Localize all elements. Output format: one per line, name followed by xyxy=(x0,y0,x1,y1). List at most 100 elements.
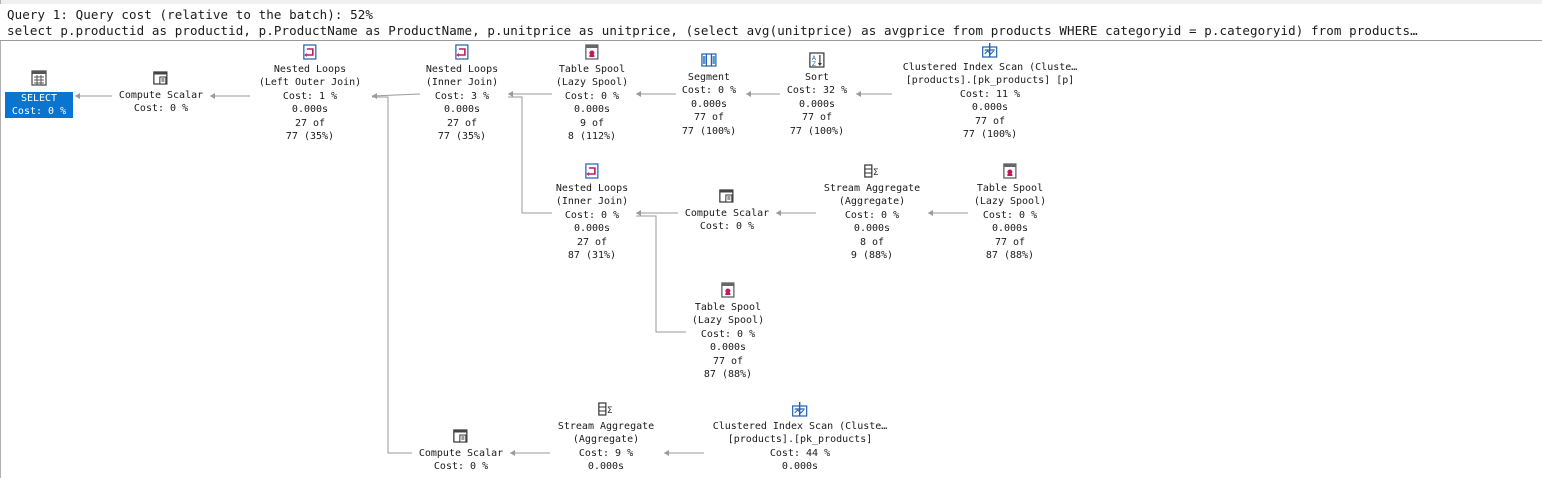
table-spool-icon xyxy=(1003,163,1017,179)
node-table-spool-3[interactable]: Table Spool (Lazy Spool) Cost: 0 % 0.000… xyxy=(692,281,764,381)
node-title: Sort xyxy=(804,72,830,83)
node-cost: Cost: 0 % xyxy=(699,221,755,233)
node-time: 0.000s xyxy=(587,461,625,473)
node-estimate: 87 (31%) xyxy=(567,250,617,262)
node-subtitle: (Lazy Spool) xyxy=(555,77,629,89)
node-time: 0.000s xyxy=(991,223,1029,235)
node-estimate: 9 (88%) xyxy=(850,250,894,262)
node-estimate: 87 (88%) xyxy=(703,369,753,381)
node-object: [products].[pk_products] [p] xyxy=(905,75,1075,87)
node-title: Compute Scalar xyxy=(118,90,204,101)
plan-edges xyxy=(75,91,968,456)
node-rows: 77 of xyxy=(801,112,833,124)
node-time: 0.000s xyxy=(798,98,836,110)
node-title: Clustered Index Scan (Cluste… xyxy=(902,62,1078,73)
node-rows: 9 of xyxy=(579,117,605,129)
node-rows: 77 of xyxy=(994,236,1026,248)
edge-nl1-cs3 xyxy=(372,96,412,454)
node-cost: Cost: 0 % xyxy=(982,209,1038,221)
node-time: 0.000s xyxy=(573,223,611,235)
svg-text:Σ: Σ xyxy=(873,168,879,178)
node-time: 0.000s xyxy=(971,102,1009,114)
node-cost: Cost: 0 % xyxy=(844,209,900,221)
node-cost: Cost: 0 % xyxy=(700,328,756,340)
node-nested-loops-1[interactable]: Nested Loops (Left Outer Join) Cost: 1 %… xyxy=(259,43,361,143)
node-title: Nested Loops xyxy=(555,183,629,194)
node-title: Table Spool xyxy=(976,183,1044,194)
sort-icon: A Z xyxy=(809,52,825,68)
node-rows: 77 of xyxy=(712,355,744,367)
node-clustered-index-scan-1[interactable]: Clustered Index Scan (Cluste… [products]… xyxy=(902,41,1078,141)
node-compute-scalar-2[interactable]: Compute Scalar Cost: 0 % xyxy=(685,187,769,234)
node-subtitle: (Lazy Spool) xyxy=(973,196,1047,208)
node-nested-loops-3[interactable]: Nested Loops (Inner Join) Cost: 0 % 0.00… xyxy=(556,162,628,262)
edge-nl1-nl2 xyxy=(371,93,421,97)
compute-scalar-icon xyxy=(453,429,468,443)
node-subtitle: (Inner Join) xyxy=(425,77,499,89)
node-compute-scalar-1[interactable]: Compute Scalar Cost: 0 % xyxy=(119,69,203,116)
table-spool-icon xyxy=(585,44,599,60)
node-cost: Cost: 0 % xyxy=(681,85,737,97)
node-cost: Cost: 0 % xyxy=(11,106,67,117)
compute-scalar-icon xyxy=(719,189,734,203)
node-title: SELECT xyxy=(20,93,58,104)
node-object: [products].[pk_products] xyxy=(727,434,873,446)
node-clustered-index-scan-2[interactable]: Clustered Index Scan (Cluste… [products]… xyxy=(712,400,888,474)
node-estimate: 77 (100%) xyxy=(962,129,1018,141)
node-title: Stream Aggregate xyxy=(557,421,655,432)
node-stream-aggregate-1[interactable]: Σ Stream Aggregate (Aggregate) Cost: 0 %… xyxy=(824,162,920,262)
node-cost: Cost: 0 % xyxy=(433,461,489,473)
node-cost: Cost: 1 % xyxy=(282,90,338,102)
node-cost: Cost: 11 % xyxy=(959,88,1021,100)
node-rows: 77 of xyxy=(693,112,725,124)
node-table-spool-2[interactable]: Table Spool (Lazy Spool) Cost: 0 % 0.000… xyxy=(974,162,1046,262)
node-rows: 27 of xyxy=(446,117,478,129)
node-subtitle: (Inner Join) xyxy=(555,196,629,208)
node-cost: Cost: 9 % xyxy=(578,447,634,459)
node-estimate: 8 (112%) xyxy=(567,131,617,143)
node-title: Nested Loops xyxy=(425,64,499,75)
node-cost: Cost: 0 % xyxy=(564,90,620,102)
node-estimate: 77 (35%) xyxy=(285,131,335,143)
node-title: Clustered Index Scan (Cluste… xyxy=(712,421,888,432)
window-left-border xyxy=(0,0,1,478)
node-cost: Cost: 3 % xyxy=(434,90,490,102)
select-node-label[interactable]: SELECT Cost: 0 % xyxy=(5,92,73,118)
execution-plan-canvas[interactable]: SELECT Cost: 0 % Compute Scalar Cost: 0 … xyxy=(0,41,1542,478)
node-subtitle: (Left Outer Join) xyxy=(258,77,362,89)
node-estimate: 77 (100%) xyxy=(789,125,845,137)
edge-nl3-ts3 xyxy=(636,215,686,333)
nested-loops-icon xyxy=(455,44,469,60)
node-subtitle: (Aggregate) xyxy=(838,196,906,208)
node-time: 0.000s xyxy=(573,104,611,116)
node-rows: 27 of xyxy=(294,117,326,129)
node-subtitle: (Aggregate) xyxy=(572,434,640,446)
node-segment[interactable]: Segment Cost: 0 % 0.000s 77 of 77 (100%) xyxy=(682,51,736,138)
clustered-index-scan-icon xyxy=(792,402,808,417)
node-time: 0.000s xyxy=(853,223,891,235)
query-header: Query 1: Query cost (relative to the bat… xyxy=(0,4,1542,41)
node-compute-scalar-3[interactable]: Compute Scalar Cost: 0 % xyxy=(419,427,503,474)
node-subtitle: (Lazy Spool) xyxy=(691,315,765,327)
nested-loops-icon xyxy=(585,163,599,179)
segment-icon xyxy=(701,53,717,67)
node-table-spool-1[interactable]: Table Spool (Lazy Spool) Cost: 0 % 0.000… xyxy=(556,43,628,143)
node-time: 0.000s xyxy=(291,104,329,116)
node-time: 0.000s xyxy=(709,342,747,354)
node-title: Stream Aggregate xyxy=(823,183,921,194)
query-text-line: select p.productid as productid, p.Produ… xyxy=(7,23,1418,38)
node-rows: 8 of xyxy=(859,236,885,248)
node-nested-loops-2[interactable]: Nested Loops (Inner Join) Cost: 3 % 0.00… xyxy=(426,43,498,143)
stream-aggregate-icon: Σ xyxy=(864,164,879,178)
node-rows: 27 of xyxy=(576,236,608,248)
node-sort[interactable]: A Z Sort Cost: 32 % 0.000s 77 of 77 (100… xyxy=(787,51,847,138)
node-cost: Cost: 44 % xyxy=(769,447,831,459)
node-cost: Cost: 0 % xyxy=(564,209,620,221)
node-title: Nested Loops xyxy=(273,64,347,75)
node-title: Segment xyxy=(687,72,731,83)
node-estimate: 77 (35%) xyxy=(437,131,487,143)
clustered-index-scan-icon xyxy=(982,43,998,58)
node-stream-aggregate-2[interactable]: Σ Stream Aggregate (Aggregate) Cost: 9 %… xyxy=(558,400,654,474)
edge-nl2-nl3 xyxy=(508,96,552,214)
node-select[interactable] xyxy=(30,69,48,89)
